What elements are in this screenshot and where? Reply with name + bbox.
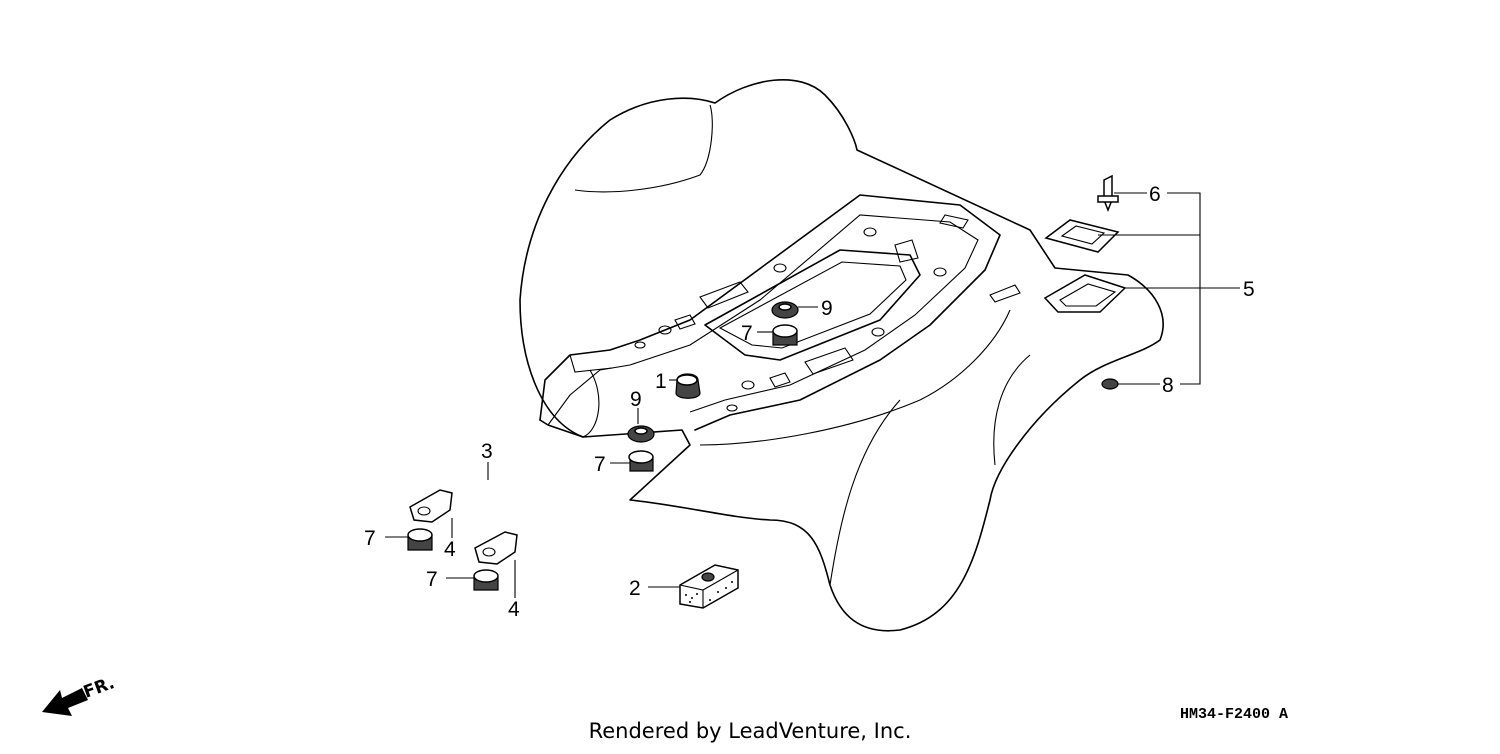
mount-boss xyxy=(634,227,947,412)
rubber-cushion[interactable] xyxy=(675,373,701,399)
callout-7-upper: 7 xyxy=(741,322,753,345)
callout-4-a: 4 xyxy=(444,538,456,561)
callout-9-upper: 9 xyxy=(821,297,833,320)
nut-rod-b[interactable] xyxy=(473,569,499,591)
callout-8: 8 xyxy=(1162,374,1174,397)
callout-5: 5 xyxy=(1243,278,1255,301)
front-direction-indicator: FR. xyxy=(42,673,117,716)
cover-plate-upper[interactable] xyxy=(1044,219,1120,253)
callout-4-b: 4 xyxy=(508,598,520,621)
callout-7-rod-a: 7 xyxy=(364,527,376,550)
render-credit: Rendered by LeadVenture, Inc. xyxy=(589,719,912,743)
callout-7-rod-b: 7 xyxy=(426,568,438,591)
leader-lines xyxy=(385,192,1240,598)
callout-7-lower: 7 xyxy=(594,453,606,476)
front-arrow-icon xyxy=(42,688,88,716)
frame-slot xyxy=(674,214,1021,388)
nut-upper[interactable] xyxy=(772,324,798,346)
collar-lower[interactable] xyxy=(627,425,655,443)
cover-plate-lower[interactable] xyxy=(1043,274,1127,313)
callout-1: 1 xyxy=(655,370,667,393)
collar-upper[interactable] xyxy=(771,301,799,319)
stay-rod[interactable] xyxy=(360,464,567,620)
callout-6: 6 xyxy=(1149,183,1161,206)
part-code: HM34-F2400 A xyxy=(1180,706,1288,723)
callout-9-lower: 9 xyxy=(630,388,642,411)
small-nut[interactable] xyxy=(1101,378,1119,390)
direction-label: FR. xyxy=(81,673,117,703)
nut-rod-a[interactable] xyxy=(407,528,433,551)
rubber-block[interactable] xyxy=(679,564,739,609)
rivet-clip[interactable] xyxy=(1097,174,1119,213)
bracket-b[interactable] xyxy=(474,531,518,565)
rear-fender[interactable] xyxy=(519,78,1164,632)
callout-2: 2 xyxy=(629,577,641,600)
nut-lower[interactable] xyxy=(628,450,654,472)
callouts: 6 5 8 9 7 1 9 7 3 7 4 7 4 2 xyxy=(364,183,1255,621)
bracket-a[interactable] xyxy=(409,489,453,523)
callout-3: 3 xyxy=(481,440,493,463)
